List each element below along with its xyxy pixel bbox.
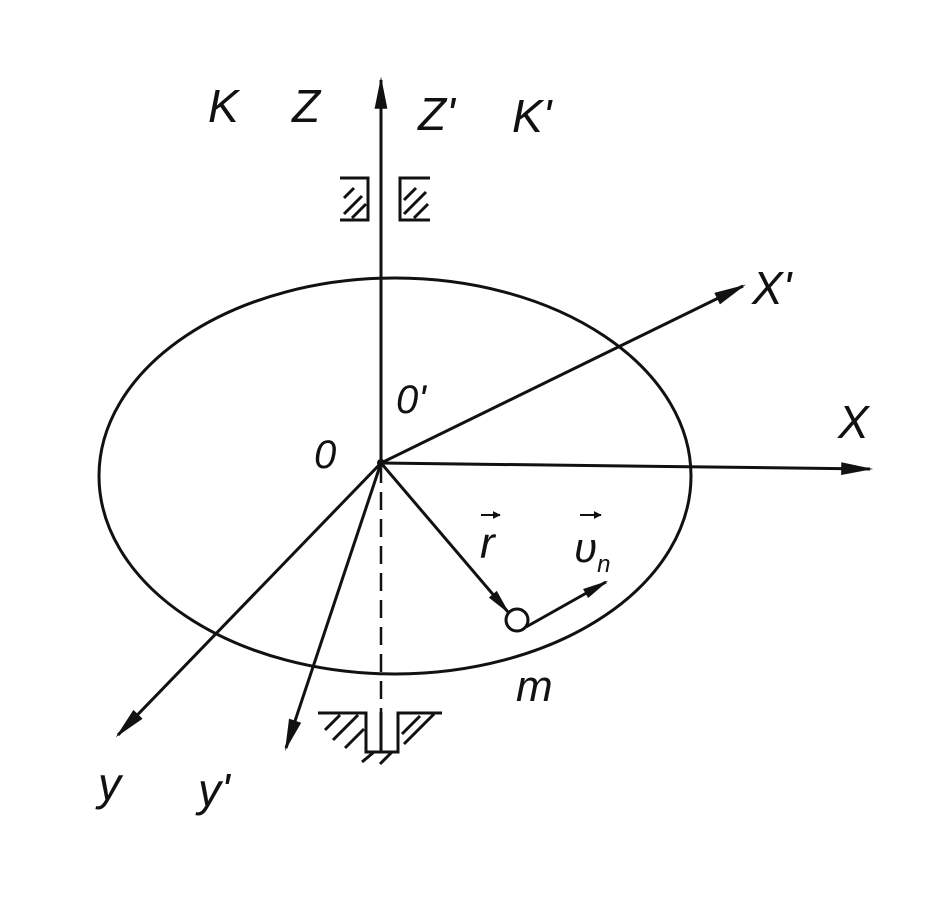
z-prime-axis-label: Z' xyxy=(417,88,457,140)
x-prime-axis xyxy=(380,284,746,465)
origin-label: 0 xyxy=(314,433,336,477)
velocity-label: υn xyxy=(574,524,610,578)
x-axis xyxy=(380,461,874,476)
frame-k-prime-label: K' xyxy=(512,90,554,142)
velocity-symbol: υ xyxy=(574,524,597,571)
origin-point xyxy=(377,459,385,467)
lower-bearing xyxy=(318,711,442,766)
x-axis-label: X xyxy=(837,396,871,448)
z-axis-label: Z xyxy=(291,80,322,132)
radius-vector-label: r xyxy=(480,519,497,568)
upper-bearing xyxy=(340,176,430,222)
velocity-vector-arrow xyxy=(525,580,609,629)
x-prime-axis-label: X' xyxy=(751,262,794,314)
origin-prime-label: 0' xyxy=(396,378,427,422)
y-prime-axis-label: y' xyxy=(195,764,232,816)
velocity-subscript: n xyxy=(597,551,610,578)
frame-k-label: K xyxy=(208,80,241,132)
mass-point xyxy=(504,607,530,633)
mass-label: m xyxy=(516,662,553,711)
y-prime-axis xyxy=(284,462,383,752)
y-axis xyxy=(115,461,383,738)
radius-vector-arrow xyxy=(379,462,510,614)
rotating-disk xyxy=(97,276,693,676)
y-axis-label: y xyxy=(95,758,124,810)
